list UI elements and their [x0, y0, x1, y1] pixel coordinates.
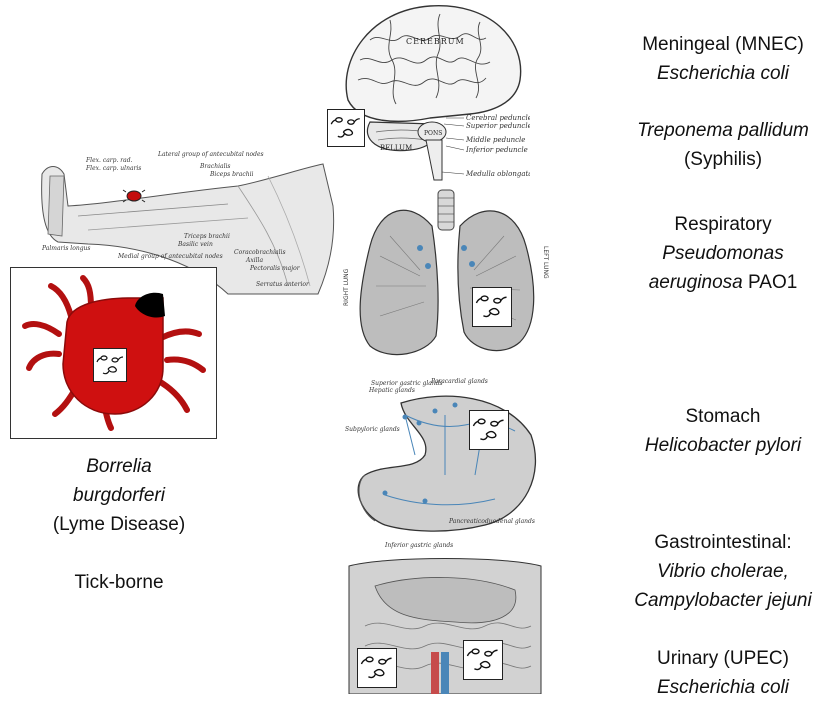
arm-label-coracobrachialis: Coracobrachialis [234, 249, 286, 256]
respiratory-strain-id: PAO1 [743, 272, 798, 293]
arm-label-lateral-group: Lateral group of antecubital nodes [157, 151, 264, 158]
arm-label-triceps: Triceps brachii [184, 233, 230, 240]
stomach-species: Helicobacter pylori [612, 431, 834, 460]
arm-label-brachialis: Brachialis [199, 163, 231, 170]
lung-label-right: RIGHT LUNG [343, 268, 350, 306]
arm-label-axilla: Axilla [245, 257, 263, 264]
respiratory-species: aeruginosa [649, 272, 743, 293]
arm-label-medial-group: Medial group of antecubital nodes [117, 253, 223, 260]
syphilis-species: Treponema pallidum [612, 116, 834, 145]
brain-label-superior-peduncle: Superior peduncle [466, 122, 530, 130]
syphilis-disease: (Syphilis) [612, 145, 834, 174]
stomach-label-paracardial: Paracardial glands [430, 378, 488, 385]
lungs-illustration: RIGHT LUNG LEFT LUNG [340, 186, 554, 364]
tick-illustration-frame [10, 267, 217, 439]
borrelia-label: Borrelia burgdorferi (Lyme Disease) [30, 452, 208, 539]
stomach-label-pancreaticoduodenal: Pancreaticoduodenal glands [448, 518, 535, 525]
meningeal-label: Meningeal (MNEC) Escherichia coli [612, 30, 834, 88]
stomach-label-hepatic: Hepatic glands [368, 387, 415, 394]
bacteria-icon [472, 287, 512, 327]
arm-label-serratus: Serratus anterior [256, 281, 310, 288]
bacteria-icon [463, 640, 503, 680]
meningeal-site: Meningeal (MNEC) [612, 30, 834, 59]
lung-label-left: LEFT LUNG [542, 246, 549, 279]
tick-borne-label: Tick-borne [30, 568, 208, 597]
brain-label-middle-peduncle: Middle peduncle [465, 136, 525, 144]
urinary-label: Urinary (UPEC) Escherichia coli [612, 644, 834, 702]
borrelia-disease: (Lyme Disease) [30, 510, 208, 539]
arm-label-flexor-ulnaris: Flex. carp. ulnaris [85, 165, 141, 172]
abdomen-illustration [345, 556, 545, 694]
brain-label-cerebellum: BELLUM [380, 144, 412, 152]
bacteria-icon [357, 648, 397, 688]
meningeal-species: Escherichia coli [612, 59, 834, 88]
arm-label-flexors: Flex. carp. rad. [85, 157, 133, 164]
bacteria-icon [469, 410, 509, 450]
bacteria-icon [93, 348, 127, 382]
brain-label-cerebral-peduncle: Cerebral peduncle [466, 114, 530, 122]
borrelia-species-line2: burgdorferi [30, 481, 208, 510]
arm-label-biceps: Biceps brachii [209, 171, 253, 178]
stomach-label: Stomach Helicobacter pylori [612, 402, 834, 460]
stomach-label-inferior-gastric: Inferior gastric glands [384, 542, 453, 549]
stomach-site: Stomach [612, 402, 834, 431]
brain-label-cerebrum: CEREBRUM [406, 37, 465, 46]
brain-label-pons: PONS [424, 130, 442, 137]
gi-species-2: Campylobacter jejuni [612, 586, 834, 615]
arm-label-palmaris: Palmaris longus [41, 245, 90, 252]
respiratory-strain: aeruginosa PAO1 [612, 268, 834, 297]
stomach-illustration: Superior gastric glands Hepatic glands P… [345, 375, 545, 555]
respiratory-site: Respiratory [612, 210, 834, 239]
gastrointestinal-label: Gastrointestinal: Vibrio cholerae, Campy… [612, 528, 834, 615]
brain-label-medulla: Medulla oblongata [465, 170, 530, 178]
arm-label-basilic: Basilic vein [177, 241, 213, 248]
brain-illustration: CEREBRUM BELLUM PONS Cerebral peduncle S… [330, 0, 530, 185]
brain-label-inferior-peduncle: Inferior peduncle [465, 146, 528, 154]
respiratory-genus: Pseudomonas [612, 239, 834, 268]
respiratory-label: Respiratory Pseudomonas aeruginosa PAO1 [612, 210, 834, 297]
bacteria-icon [327, 109, 365, 147]
gi-site: Gastrointestinal: [612, 528, 834, 557]
urinary-site: Urinary (UPEC) [612, 644, 834, 673]
arm-label-pectoralis: Pectoralis major [249, 265, 301, 272]
stomach-label-subpyloric: Subpyloric glands [345, 426, 400, 433]
gi-species-1: Vibrio cholerae, [612, 557, 834, 586]
borrelia-species-line1: Borrelia [30, 452, 208, 481]
urinary-species: Escherichia coli [612, 673, 834, 702]
syphilis-label: Treponema pallidum (Syphilis) [612, 116, 834, 174]
